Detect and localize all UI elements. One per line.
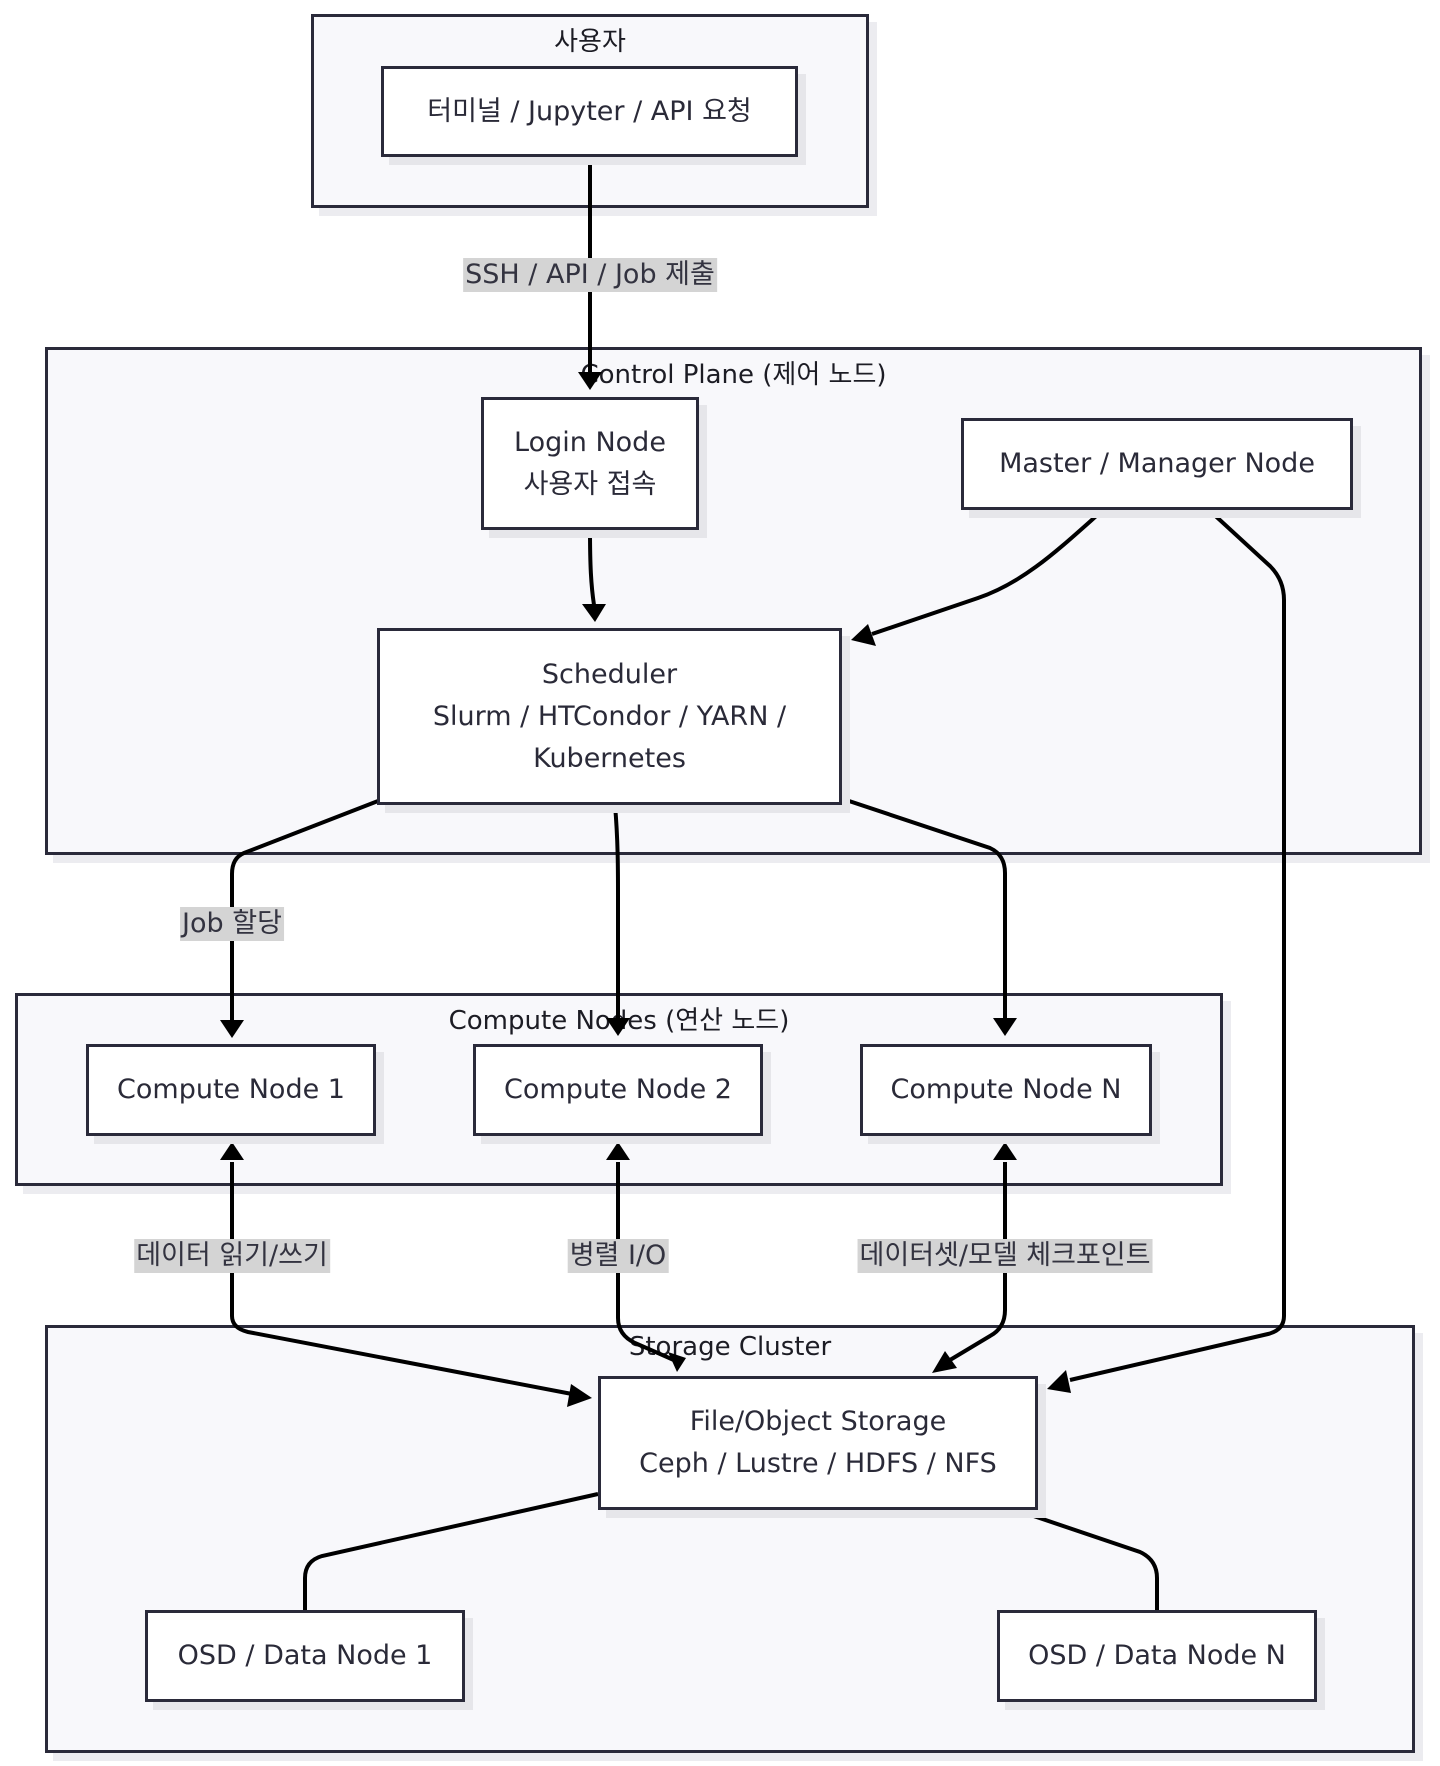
edge-storage-computeN: [948, 1162, 1007, 1362]
node-osd-1: OSD / Data Node 1: [145, 1610, 465, 1702]
node-osd-1-label: OSD / Data Node 1: [177, 1640, 433, 1671]
node-storage-subtitle: Ceph / Lustre / HDFS / NFS: [639, 1448, 997, 1479]
arrowhead-compute2-from-storage: [606, 1142, 630, 1160]
group-user-title: 사용자: [554, 27, 626, 57]
node-compute-2-label: Compute Node 2: [504, 1074, 732, 1105]
edge-label-parallel-io: 병렬 I/O: [567, 1239, 669, 1273]
edge-label-readwrite: 데이터 읽기/쓰기: [134, 1239, 330, 1273]
arrowhead-compute1-from-storage: [220, 1142, 244, 1160]
edge-scheduler-compute1: [230, 799, 379, 1022]
arrowhead-computeN-from-storage: [993, 1142, 1017, 1160]
edge-storage-osd1: [303, 1492, 599, 1610]
node-scheduler-line2: Slurm / HTCondor / YARN /: [432, 700, 787, 732]
arrowhead-login: [578, 372, 602, 390]
node-compute-n: Compute Node N: [860, 1044, 1152, 1136]
node-compute-n-label: Compute Node N: [890, 1074, 1122, 1105]
edge-scheduler-compute2: [613, 804, 620, 1020]
edge-storage-osdN: [1009, 1506, 1159, 1610]
group-control-plane-title: Control Plane (제어 노드): [580, 360, 887, 390]
edge-login-scheduler: [588, 529, 596, 606]
node-master-label: Master / Manager Node: [999, 448, 1315, 479]
node-compute-1: Compute Node 1: [86, 1044, 376, 1136]
edge-storage-compute1: [230, 1162, 573, 1396]
arrowhead-storage-from-master: [1047, 1370, 1071, 1393]
node-osd-n: OSD / Data Node N: [997, 1610, 1317, 1702]
node-storage-title: File/Object Storage: [689, 1406, 947, 1437]
edge-scheduler-computeN: [842, 797, 1007, 1020]
node-storage: File/Object Storage Ceph / Lustre / HDFS…: [598, 1376, 1038, 1510]
node-client-request: 터미널 / Jupyter / API 요청: [381, 66, 798, 157]
node-scheduler: Scheduler Slurm / HTCondor / YARN / Kube…: [377, 628, 842, 805]
edge-label-checkpoint: 데이터셋/모델 체크포인트: [857, 1239, 1153, 1273]
arrowhead-storage-from-computeN: [932, 1351, 957, 1373]
node-scheduler-title: Scheduler: [541, 658, 678, 690]
node-compute-2: Compute Node 2: [473, 1044, 763, 1136]
arrowhead-compute1: [220, 1020, 244, 1038]
arrowhead-scheduler-from-login: [582, 604, 606, 622]
arrowhead-storage-from-compute2: [668, 1352, 686, 1372]
node-login-subtitle: 사용자 접속: [523, 468, 657, 500]
edge-label-assign: Job 할당: [180, 907, 284, 941]
edge-master-scheduler: [871, 508, 1105, 636]
node-scheduler-line3: Kubernetes: [533, 742, 686, 774]
node-login-title: Login Node: [514, 426, 666, 458]
node-master: Master / Manager Node: [961, 418, 1353, 510]
node-login: Login Node 사용자 접속: [481, 397, 699, 530]
node-client-request-label: 터미널 / Jupyter / API 요청: [427, 95, 752, 127]
edge-storage-compute2: [616, 1162, 677, 1363]
arrowhead-scheduler-from-master: [851, 624, 876, 646]
arrowhead-computeN: [993, 1018, 1017, 1036]
edge-master-storage: [1069, 508, 1286, 1382]
node-compute-1-label: Compute Node 1: [117, 1074, 345, 1105]
node-osd-n-label: OSD / Data Node N: [1028, 1640, 1286, 1671]
arrowhead-storage-from-compute1: [567, 1384, 592, 1407]
arrowhead-compute2: [606, 1018, 630, 1036]
edge-label-submit: SSH / API / Job 제출: [463, 258, 717, 292]
